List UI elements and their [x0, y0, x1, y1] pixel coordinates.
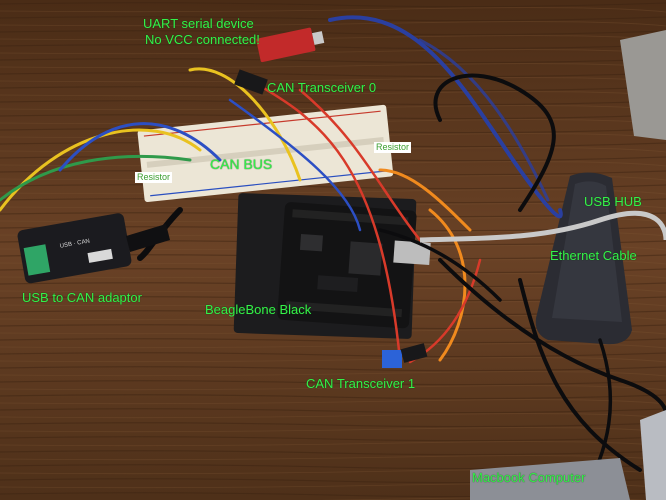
label-can-transceiver-0: CAN Transceiver 0	[267, 80, 377, 95]
label-uart-line2: No VCC connected!	[145, 32, 260, 47]
can-transceiver-0-board	[234, 69, 268, 95]
laptop-right-edge	[640, 410, 666, 500]
label-ethernet-cable: Ethernet Cable	[550, 248, 637, 263]
can-transceiver-1-terminal	[382, 350, 402, 368]
uart-board	[256, 27, 325, 63]
label-resistor-right: Resistor	[374, 142, 412, 153]
wires	[0, 15, 563, 364]
beaglebone-board	[277, 202, 431, 329]
label-usb-to-can: USB to CAN adaptor	[22, 290, 142, 305]
label-can-bus: CAN BUS	[210, 156, 273, 172]
usb-plug	[126, 224, 170, 252]
device-print: USB · CAN	[59, 239, 90, 250]
label-resistor-left: Resistor	[135, 172, 173, 183]
label-beaglebone: BeagleBone Black	[205, 302, 312, 317]
label-uart-line1: UART serial device	[143, 16, 254, 31]
can-transceiver-1-board	[400, 343, 428, 363]
ethernet-cable	[419, 210, 666, 243]
usb-to-can-device: USB · CAN	[17, 213, 132, 284]
macbook-edge	[470, 458, 630, 500]
label-macbook: Macbook Computer	[472, 470, 586, 485]
label-usb-hub: USB HUB	[584, 194, 642, 209]
grey-box-corner	[620, 30, 666, 140]
label-can-transceiver-1: CAN Transceiver 1	[306, 376, 416, 391]
